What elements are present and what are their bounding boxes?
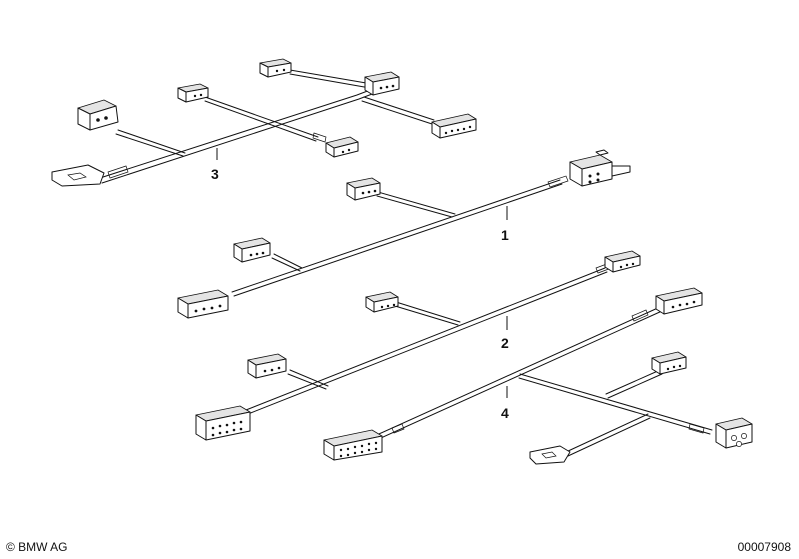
connector-4pin [655,287,703,315]
connector-3pin-small [651,351,687,375]
connector-4pin [177,289,229,319]
connector-2pin-flat [325,136,359,158]
connector-relay-socket [569,149,631,187]
connector-3pin-small [259,58,292,78]
connector-10pin [195,405,251,441]
wiring-harness-4 [323,287,753,465]
connector-3pin-small [604,250,641,273]
connector-3pin-medium [247,353,287,379]
connector-2pin-square [77,99,119,131]
connector-3pin-medium [346,177,381,201]
connector-3pin-small [365,291,399,313]
connector-3pin-medium [233,237,271,263]
connector-5pin [431,113,477,139]
connector-3pin-medium [364,71,400,96]
callout-number-3: 3 [211,166,219,182]
callout-number-2: 2 [501,335,509,351]
eyelet-ring-terminal [529,445,571,465]
connector-12pin [323,429,383,461]
copyright-notice: © BMW AG [6,540,68,554]
document-number: 00007908 [737,540,791,554]
callout-number-4: 4 [501,405,509,421]
wiring-harness-2 [195,250,641,441]
wiring-harness-3 [51,58,477,187]
wiring-harness-1 [177,149,631,319]
connector-3pin-round [715,417,753,449]
connector-3pin-small [177,83,209,103]
eyelet-ring-terminal [51,164,105,187]
callout-number-1: 1 [501,227,509,243]
